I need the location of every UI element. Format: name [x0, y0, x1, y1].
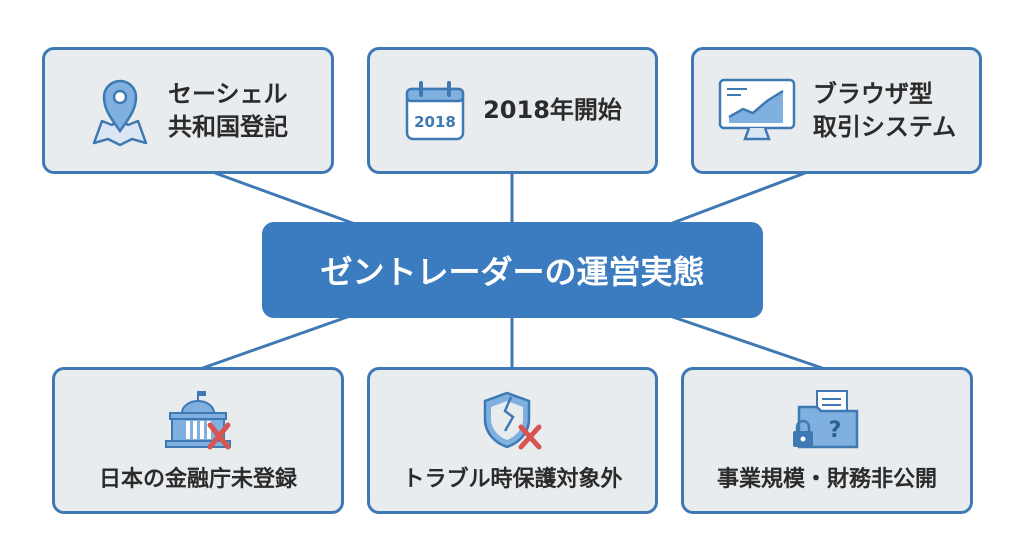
node-label: 事業規模・財務非公開: [716, 466, 937, 492]
calendar-year-text: 2018: [414, 113, 456, 131]
node-fsa-unregistered: 日本の金融庁未登録: [52, 367, 344, 514]
central-topic: ゼントレーダーの運営実態: [262, 222, 763, 318]
node-label-line1: セーシェル: [168, 80, 288, 109]
node-label-line1: ブラウザ型: [812, 80, 933, 109]
monitor-chart-icon: [718, 78, 796, 140]
node-start-2018: 2018 2018年開始: [367, 47, 658, 174]
connector-line: [669, 314, 826, 371]
node-label-line2: 共和国登記: [168, 112, 288, 141]
map-pin-icon: [92, 79, 148, 146]
locked-folder-question-icon: ?: [793, 389, 859, 448]
broken-shield-crossed-icon: [483, 391, 541, 449]
connector-line: [669, 171, 806, 226]
node-label: 日本の金融庁未登録: [98, 466, 297, 492]
connector-line: [214, 171, 356, 226]
node-seychelles-registration: セーシェル共和国登記: [42, 47, 334, 174]
svg-text:?: ?: [829, 418, 842, 443]
node-label: 2018年開始: [483, 96, 622, 125]
government-building-crossed-icon: [165, 390, 231, 449]
node-browser-trading: ブラウザ型取引システム: [691, 47, 982, 174]
node-undisclosed-finances: ? 事業規模・財務非公開: [681, 367, 973, 514]
calendar-icon: 2018: [405, 80, 465, 140]
node-no-protection: トラブル時保護対象外: [367, 367, 658, 514]
connector-line: [199, 314, 351, 371]
node-label-line2: 取引システム: [812, 112, 957, 141]
node-label: トラブル時保護対象外: [402, 466, 623, 492]
